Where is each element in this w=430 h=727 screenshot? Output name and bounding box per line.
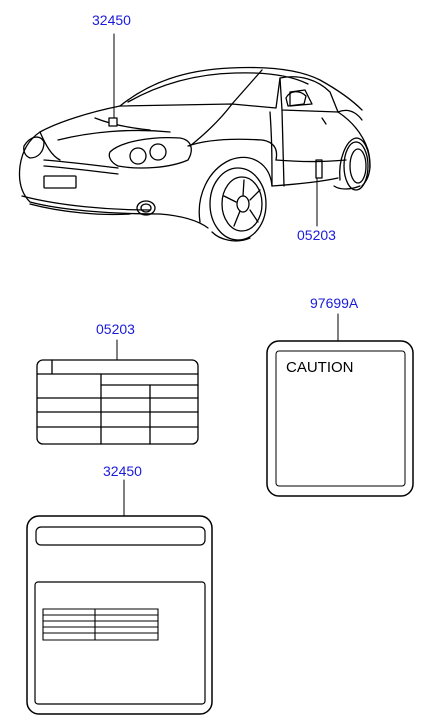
callout-door-label: 05203 (297, 227, 336, 243)
callout-hood-label: 32450 (92, 12, 131, 28)
emission-label-drawing (26, 515, 213, 715)
tire-label-drawing (36, 359, 199, 445)
caution-label-drawing (266, 340, 414, 497)
car-illustration (18, 66, 371, 242)
callout-emission-label: 32450 (103, 463, 142, 479)
callout-tire-label: 05203 (96, 321, 135, 337)
caution-heading: CAUTION (286, 359, 354, 376)
callout-caution-label: 97699A (310, 295, 359, 311)
